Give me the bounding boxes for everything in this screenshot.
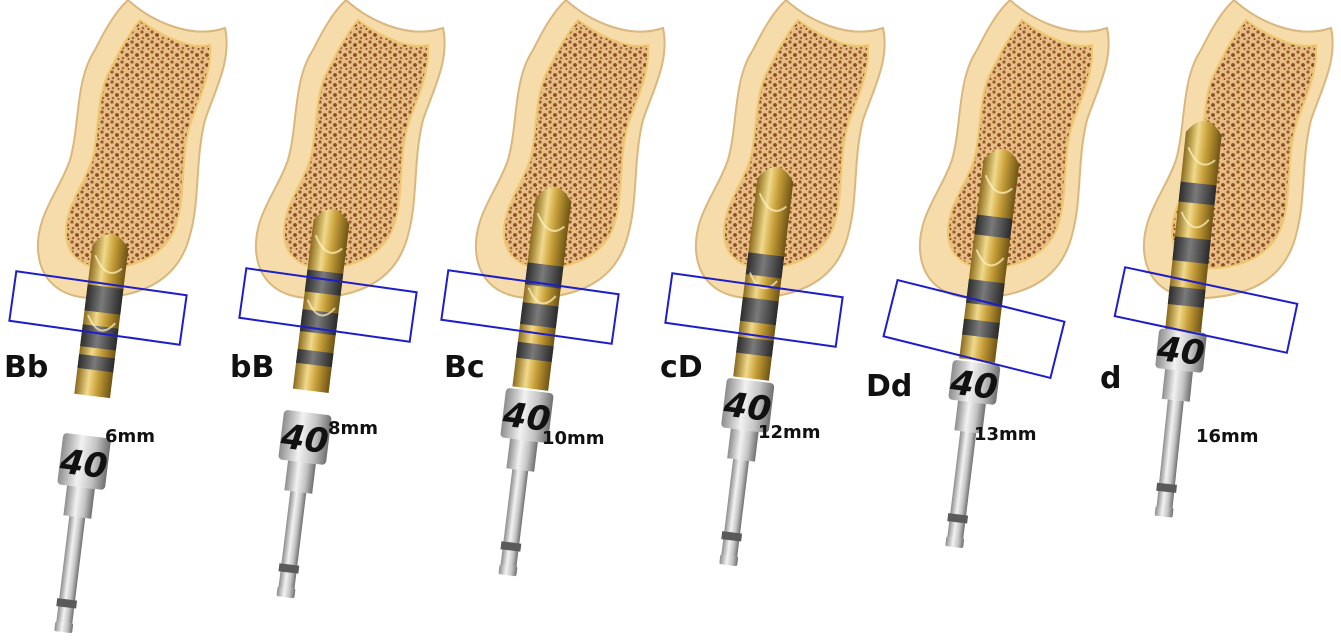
drill-mark-text: 40 [947, 363, 1000, 409]
drill-panel-2: 40 bB 8mm [230, 0, 445, 600]
drill-panel-1: 40 Bb 6mm [4, 0, 227, 635]
depth-label: 13mm [974, 424, 1037, 445]
drill-label: cD [660, 350, 703, 385]
drill-label: Bc [444, 350, 485, 385]
drill-label: Dd [866, 369, 912, 404]
bone-section [920, 0, 1109, 298]
drill-label: Bb [4, 350, 48, 385]
drill-label: bB [230, 350, 274, 385]
drill-mark-text: 40 [57, 442, 110, 488]
bone-section [476, 0, 665, 298]
depth-label: 12mm [758, 422, 821, 443]
drill-mark-text: 40 [278, 417, 331, 463]
depth-label: 16mm [1196, 426, 1259, 447]
depth-label: 6mm [105, 426, 155, 447]
depth-label: 10mm [542, 428, 605, 449]
bone-section [696, 0, 885, 298]
drill-label: d [1100, 361, 1121, 396]
drill: 40 [1139, 118, 1229, 519]
drill-mark-text: 40 [1154, 329, 1206, 374]
bone-section [1144, 0, 1333, 298]
bone-section [256, 0, 445, 298]
drill-panel-4: 40 cD 12mm [660, 0, 885, 568]
bone-section [38, 0, 227, 298]
depth-label: 8mm [328, 418, 378, 439]
drill-panel-6: 40 d 16mm [1100, 0, 1333, 519]
drill-panel-5: 40 Dd 13mm [866, 0, 1109, 550]
drill-panel-3: 40 Bc 10mm [441, 0, 664, 578]
